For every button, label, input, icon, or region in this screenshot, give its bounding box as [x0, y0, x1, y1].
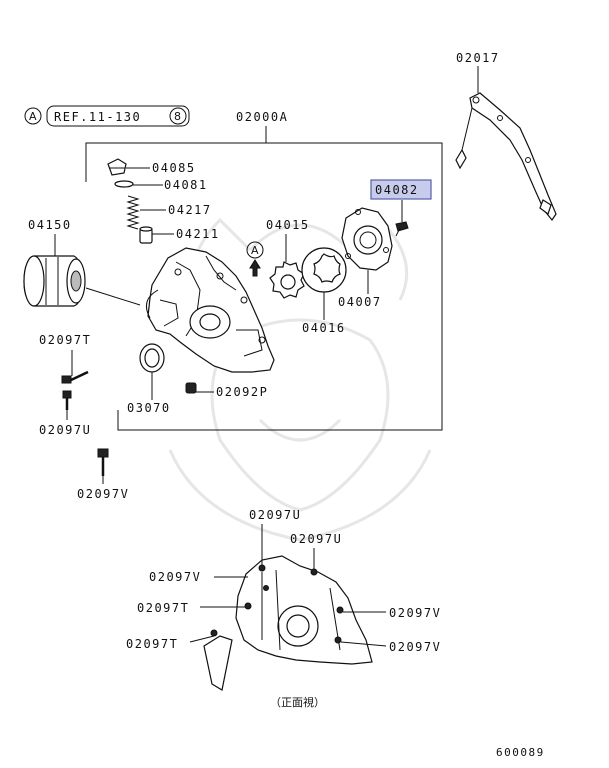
bolt-02097T[interactable] [61, 370, 89, 384]
label-02097T-upper[interactable]: 02097T [39, 333, 91, 347]
label-03070[interactable]: 03070 [127, 401, 171, 415]
bolt-02097U[interactable] [62, 390, 72, 410]
front-view-caption: （正面視） [270, 695, 325, 709]
view-arrow [249, 259, 261, 277]
drain-plug[interactable] [185, 382, 197, 394]
front-view-pump[interactable] [203, 555, 373, 691]
assembly-label[interactable]: 02000A [236, 110, 288, 124]
drawing-number: 600089 [496, 746, 545, 759]
oil-filter[interactable] [23, 255, 86, 307]
label-front-02097U-top[interactable]: 02097U [249, 508, 301, 522]
relief-spring[interactable] [126, 195, 140, 230]
label-front-02097V-left[interactable]: 02097V [149, 570, 201, 584]
label-front-02097V-right-lower[interactable]: 02097V [389, 640, 441, 654]
outer-rotor[interactable] [301, 247, 347, 293]
label-02097U-upper[interactable]: 02097U [39, 423, 91, 437]
label-02017[interactable]: 02017 [456, 51, 500, 65]
label-front-02097U-second[interactable]: 02097U [290, 532, 342, 546]
timing-cover-gasket[interactable] [455, 92, 557, 222]
label-02097V-upper[interactable]: 02097V [77, 487, 129, 501]
reference-circle-letter: A [29, 110, 37, 123]
label-04150[interactable]: 04150 [28, 218, 72, 232]
inner-rotor[interactable] [269, 261, 305, 299]
label-front-02097V-right-upper[interactable]: 02097V [389, 606, 441, 620]
plug-cap[interactable] [107, 158, 127, 176]
reference-tag[interactable]: A REF.11-130 8 [24, 105, 190, 127]
relief-plunger[interactable] [139, 226, 153, 244]
pump-cover[interactable] [341, 207, 393, 271]
marker-a-circle [246, 241, 264, 259]
label-04081[interactable]: 04081 [164, 178, 208, 192]
label-04217[interactable]: 04217 [168, 203, 212, 217]
watermark-emblem [168, 217, 432, 542]
bolt-02097V[interactable] [97, 448, 109, 476]
washer[interactable] [114, 180, 134, 188]
label-04015[interactable]: 04015 [266, 218, 310, 232]
label-04085[interactable]: 04085 [152, 161, 196, 175]
reference-text: REF.11-130 [54, 110, 141, 124]
highlight-04082 [370, 179, 432, 200]
label-04211[interactable]: 04211 [176, 227, 220, 241]
marker-a-letter: A [251, 244, 259, 257]
oil-pump-case[interactable] [145, 247, 275, 373]
reference-circle-number: 8 [174, 110, 181, 123]
label-04007[interactable]: 04007 [338, 295, 382, 309]
cover-screw[interactable] [395, 221, 409, 237]
label-04082[interactable]: 04082 [375, 183, 419, 197]
label-front-02097T-lower[interactable]: 02097T [126, 637, 178, 651]
oil-seal[interactable] [139, 343, 165, 373]
label-front-02097T-upper[interactable]: 02097T [137, 601, 189, 615]
assembly-box [85, 142, 443, 431]
label-02092P[interactable]: 02092P [216, 385, 268, 399]
label-04016[interactable]: 04016 [302, 321, 346, 335]
